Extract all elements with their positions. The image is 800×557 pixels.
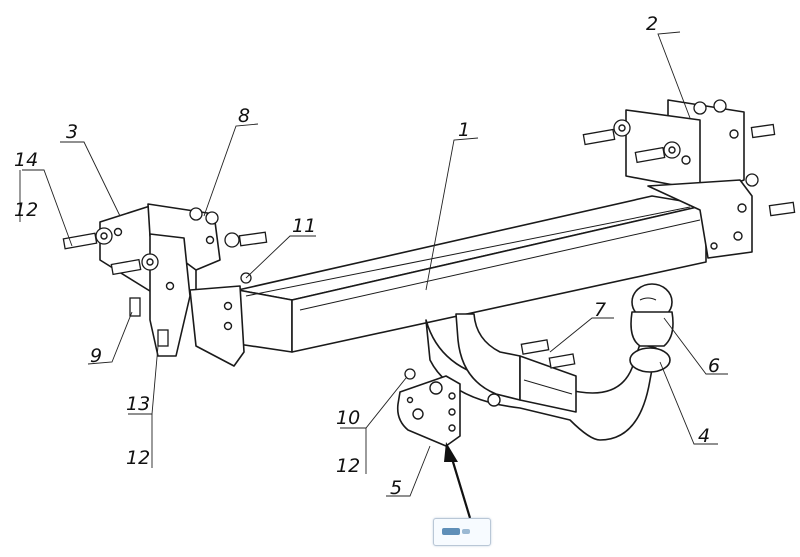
tow-arm xyxy=(425,313,657,441)
callout-4: 4 xyxy=(698,425,710,447)
callout-14: 14 xyxy=(14,149,38,171)
callout-9: 9 xyxy=(90,345,102,367)
callout-12-bottom-left: 12 xyxy=(126,447,150,469)
right-bracket xyxy=(582,99,796,259)
arrow-pointer-icon xyxy=(444,442,472,519)
callout-6: 6 xyxy=(708,355,720,377)
callout-13: 13 xyxy=(126,393,150,415)
callout-10: 10 xyxy=(336,407,360,429)
callout-2: 2 xyxy=(646,13,658,35)
callout-12-bottom-center: 12 xyxy=(336,455,360,477)
callout-11: 11 xyxy=(292,215,316,237)
left-bracket xyxy=(62,203,268,367)
leader-lines xyxy=(19,31,728,497)
tow-ball xyxy=(629,283,674,373)
callout-3: 3 xyxy=(66,121,78,143)
callout-12-left: 12 xyxy=(14,199,38,221)
cross-beam xyxy=(237,195,707,353)
callout-7: 7 xyxy=(594,299,606,321)
callout-labels: 1 2 3 4 5 6 7 8 9 10 11 14 12 13 12 12 xyxy=(14,13,720,499)
callout-5: 5 xyxy=(390,477,402,499)
callout-8: 8 xyxy=(238,105,250,127)
tooltip-icon[interactable] xyxy=(433,518,491,546)
tooltip-glyph xyxy=(442,528,460,535)
callout-1: 1 xyxy=(458,119,470,141)
tooltip-glyph-secondary xyxy=(462,529,470,534)
socket-plate xyxy=(396,368,461,447)
